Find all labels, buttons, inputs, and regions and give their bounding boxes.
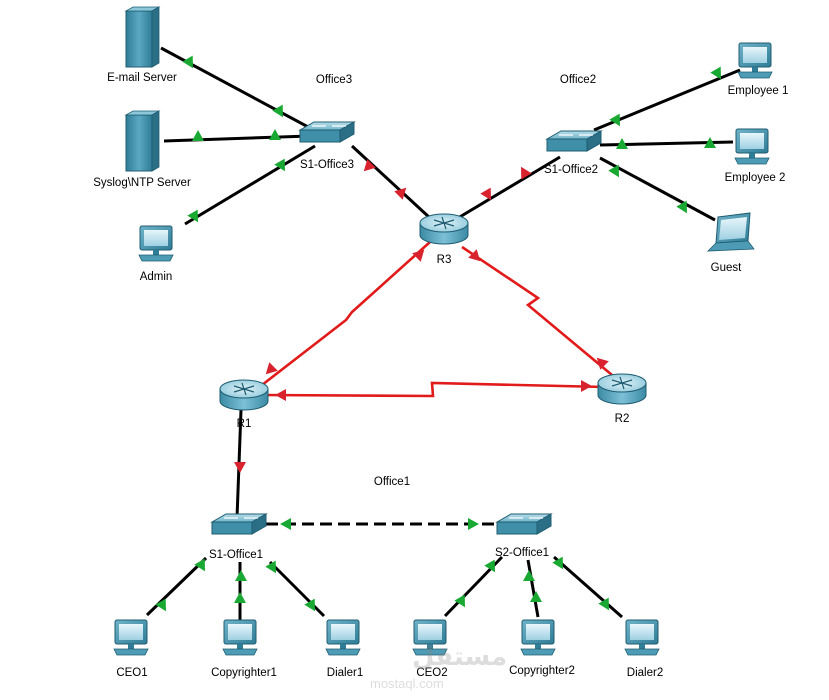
device-label-s1o3: S1-Office3	[300, 159, 354, 171]
device-label-s1o2: S1-Office2	[544, 164, 598, 176]
devices-layer	[113, 6, 773, 656]
link-status-marker-s1o3-r3-1	[363, 159, 376, 172]
link-status-marker-s1o2-guest-2	[676, 200, 687, 214]
pc-ceo1-icon[interactable]	[113, 619, 149, 656]
device-label-r3: R3	[437, 254, 452, 266]
device-label-emp1: Employee 1	[728, 85, 789, 97]
link-r1-r2[interactable]	[261, 381, 606, 398]
switch-s1o1-icon[interactable]	[210, 513, 268, 535]
router-r3-icon[interactable]	[419, 213, 469, 245]
device-label-dialer1: Dialer1	[327, 667, 363, 679]
link-status-marker-s1o1-copy1-2	[234, 592, 246, 603]
link-status-marker-s2o1-dialer2-2	[598, 597, 609, 611]
link-status-marker-r3-r1-2	[265, 362, 278, 375]
device-label-guest: Guest	[711, 262, 742, 274]
watermark-latin: mostaql.com	[370, 676, 444, 691]
link-status-marker-s2o1-copy2-1	[523, 570, 535, 581]
pc-emp1-icon[interactable]	[737, 42, 773, 79]
link-r3-r2[interactable]	[461, 245, 613, 376]
pc-dialer2-icon[interactable]	[624, 619, 660, 656]
laptop-guest-icon[interactable]	[706, 212, 755, 252]
link-status-marker-s1o1-s2o1-2	[468, 518, 479, 530]
link-status-marker-r3-r2-2	[596, 357, 609, 370]
link-status-marker-s2o1-ceo2-1	[484, 559, 495, 573]
link-status-marker-syslog-s1o3-2	[269, 129, 281, 140]
link-status-marker-syslog-s1o3-1	[192, 130, 204, 141]
link-status-marker-s1o2-emp2-2	[704, 137, 716, 148]
link-status-marker-s1o1-s2o1-1	[280, 518, 291, 530]
office-label-office2: Office2	[560, 74, 596, 86]
link-status-marker-s1o2-emp1-2	[710, 66, 721, 80]
pc-dialer1-icon[interactable]	[325, 619, 361, 656]
link-status-marker-s1o1-ceo1-2	[155, 598, 166, 612]
link-status-marker-s1o1-ceo1-1	[194, 558, 205, 572]
device-label-emp2: Employee 2	[725, 172, 786, 184]
device-label-copy1: Copyrighter1	[211, 667, 277, 679]
link-admin-s1o3[interactable]	[184, 144, 316, 226]
pc-copy2-icon[interactable]	[520, 619, 556, 656]
link-email-s1o3[interactable]	[160, 46, 311, 130]
device-label-syslog: Syslog\NTP Server	[93, 177, 191, 189]
link-status-marker-email-s1o3-2	[272, 104, 283, 118]
device-label-dialer2: Dialer2	[627, 667, 663, 679]
device-label-s1o1: S1-Office1	[209, 549, 263, 561]
link-status-marker-s1o1-dialer1-1	[265, 560, 276, 574]
device-label-s2o1: S2-Office1	[495, 547, 549, 559]
link-status-marker-s1o2-emp1-1	[609, 113, 620, 127]
switch-s2o1-icon[interactable]	[495, 513, 553, 535]
link-status-marker-s1o1-dialer1-2	[304, 598, 315, 612]
watermark: مستقل mostaql.com	[370, 642, 507, 691]
device-label-ceo1: CEO1	[116, 667, 147, 679]
device-label-ceo2: CEO2	[416, 667, 447, 679]
device-label-email: E-mail Server	[107, 72, 177, 84]
link-status-marker-r3-r2-1	[468, 249, 481, 262]
link-s2o1-copy2[interactable]	[526, 559, 540, 618]
link-status-markers	[155, 55, 721, 612]
link-status-marker-s1o2-emp2-1	[616, 138, 628, 149]
office-label-office3: Office3	[316, 74, 352, 86]
switch-s1o2-icon[interactable]	[545, 130, 603, 152]
link-syslog-s1o3[interactable]	[163, 134, 311, 143]
link-status-marker-admin-s1o3-1	[187, 209, 198, 223]
link-status-marker-r1-r2-2	[581, 380, 592, 392]
link-r3-r1[interactable]	[261, 241, 431, 387]
link-s1o1-dialer1[interactable]	[268, 560, 326, 618]
pc-admin-icon[interactable]	[138, 225, 174, 262]
router-r2-icon[interactable]	[597, 373, 647, 405]
link-status-marker-r3-r1-1	[412, 249, 425, 262]
pc-ceo2-icon[interactable]	[412, 619, 448, 656]
device-label-copy2: Copyrighter2	[509, 665, 575, 677]
link-r3-s1o2[interactable]	[457, 155, 561, 220]
link-status-marker-r1-s1o1-1	[234, 462, 246, 473]
link-status-marker-s1o2-guest-1	[608, 164, 619, 178]
server-syslog-icon[interactable]	[124, 110, 161, 172]
device-label-r2: R2	[615, 413, 630, 425]
link-status-marker-r3-s1o2-2	[521, 166, 532, 180]
switch-s1o3-icon[interactable]	[298, 121, 356, 143]
link-status-marker-s1o3-r3-2	[394, 187, 407, 200]
link-status-marker-s1o1-copy1-1	[235, 570, 247, 581]
server-email-icon[interactable]	[124, 6, 161, 68]
link-s2o1-dialer2[interactable]	[553, 555, 623, 619]
pc-emp2-icon[interactable]	[734, 128, 770, 165]
watermark-arabic: مستقل	[412, 642, 507, 672]
link-status-marker-email-s1o3-1	[182, 55, 193, 69]
link-status-marker-s2o1-dialer2-1	[552, 556, 563, 570]
router-r1-icon[interactable]	[219, 379, 269, 411]
link-s1o1-ceo1[interactable]	[145, 556, 208, 617]
office-label-office1: Office1	[374, 476, 410, 488]
link-status-marker-r1-r2-1	[275, 389, 286, 401]
link-status-marker-s2o1-copy2-2	[530, 591, 542, 602]
pc-copy1-icon[interactable]	[222, 619, 258, 656]
link-status-marker-s2o1-ceo2-2	[454, 594, 465, 608]
link-s1o3-r3[interactable]	[350, 144, 432, 220]
link-status-marker-admin-s1o3-2	[274, 158, 285, 172]
device-label-r1: R1	[237, 418, 252, 430]
link-s1o2-guest[interactable]	[599, 156, 716, 222]
link-status-marker-r3-s1o2-1	[480, 187, 491, 201]
device-label-admin: Admin	[140, 271, 173, 283]
